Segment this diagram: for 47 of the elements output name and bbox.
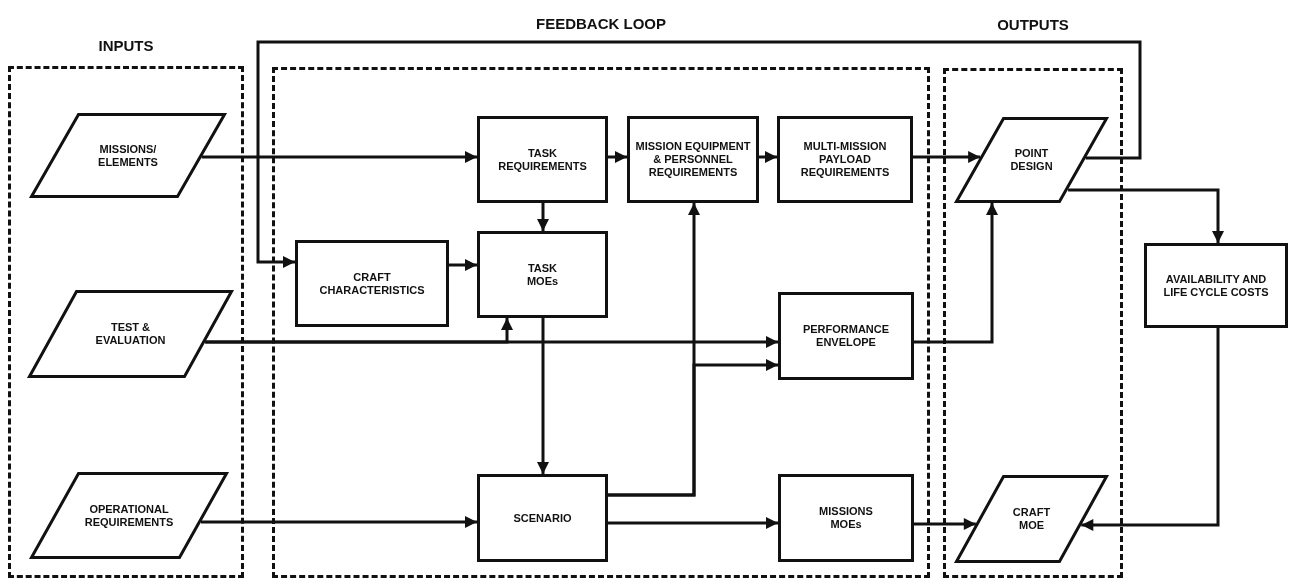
- node-label: PERFORMANCE ENVELOPE: [801, 323, 891, 349]
- data-parallelogram: [955, 475, 1108, 563]
- data-parallelogram: [30, 113, 226, 198]
- arrow: [608, 359, 778, 497]
- process-box: [627, 116, 759, 203]
- arrow: [914, 203, 998, 344]
- arrow: [256, 40, 1142, 268]
- data-parallelogram: [30, 472, 228, 559]
- node-label: MISSIONS MOEs: [818, 505, 874, 531]
- arrow: [201, 516, 477, 528]
- arrow: [759, 151, 777, 163]
- node-label: MISSION EQUIPMENT & PERSONNEL REQUIREMENTS: [634, 140, 752, 179]
- node-label: MULTI-MISSION PAYLOAD REQUIREMENTS: [799, 140, 891, 179]
- arrow: [449, 259, 477, 271]
- arrow: [205, 318, 513, 344]
- process-box: [477, 231, 608, 318]
- node-label: TEST & EVALUATION: [94, 321, 167, 347]
- node-label: MISSIONS/ ELEMENTS: [97, 142, 159, 169]
- process-box: [477, 474, 608, 562]
- node-label: POINT DESIGN: [1009, 147, 1054, 173]
- group-heading: FEEDBACK LOOP: [536, 15, 666, 32]
- node-label: SCENARIO: [512, 511, 573, 525]
- arrow: [914, 518, 976, 530]
- node-label: TASK MOEs: [525, 261, 560, 288]
- arrow: [537, 203, 549, 231]
- process-box: [778, 474, 914, 562]
- process-box: [777, 116, 913, 203]
- arrow: [913, 151, 981, 163]
- process-box: [477, 116, 608, 203]
- arrow: [608, 151, 627, 163]
- group-heading: INPUTS: [98, 37, 154, 54]
- node-label: CRAFT MOE: [1011, 506, 1052, 532]
- process-box: [1144, 243, 1288, 328]
- node-label: AVAILABILITY AND LIFE CYCLE COSTS: [1162, 272, 1270, 299]
- arrow: [201, 151, 477, 163]
- data-parallelogram: [28, 290, 233, 378]
- node-label: CRAFT CHARACTERISTICS: [318, 270, 426, 297]
- arrow: [1081, 328, 1220, 531]
- arrow: [608, 517, 778, 529]
- node-label: OPERATIONAL REQUIREMENTS: [83, 502, 175, 529]
- data-parallelogram: [955, 117, 1108, 203]
- arrow: [537, 318, 549, 474]
- group-heading: OUTPUTS: [997, 16, 1069, 33]
- node-label: TASK REQUIREMENTS: [497, 146, 588, 173]
- process-box: [778, 292, 914, 380]
- arrow: [1068, 188, 1224, 243]
- process-box: [295, 240, 449, 327]
